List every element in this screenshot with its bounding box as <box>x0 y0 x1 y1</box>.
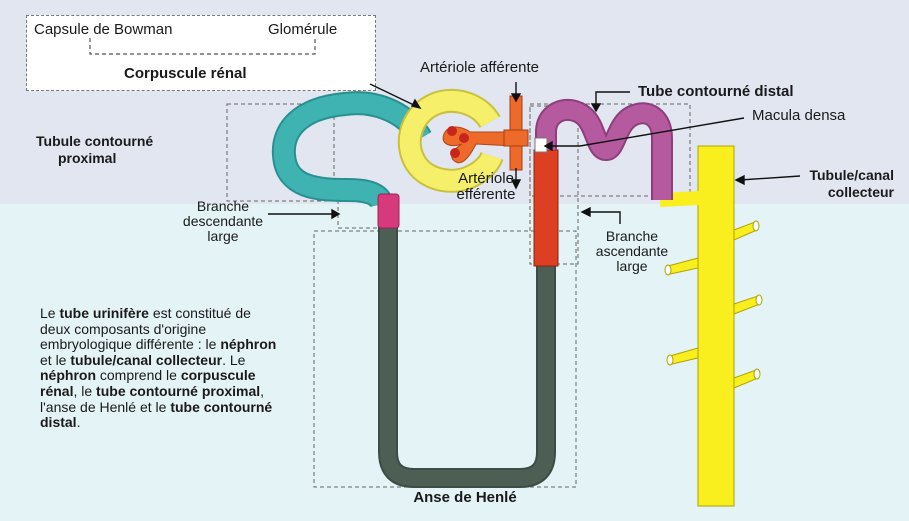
label-arteriole-afferente: Artériole afférente <box>420 60 539 76</box>
label-glomerule: Glomérule <box>268 22 337 38</box>
label-macula-densa: Macula densa <box>752 108 845 124</box>
label-arteriole-efferente-1: Artériole <box>436 171 536 187</box>
arteriole-efferent <box>510 146 522 170</box>
label-branche-asc-3: large <box>584 258 680 274</box>
label-arteriole-efferente-2: efférente <box>436 187 536 203</box>
label-anse-henle: Anse de Henlé <box>360 490 570 506</box>
legend-bracket <box>90 38 315 54</box>
label-tubule-collecteur-2: collecteur <box>760 184 894 200</box>
label-tubule-collecteur-1: Tubule/canal <box>760 167 894 183</box>
label-branche-asc-1: Branche <box>584 228 680 244</box>
label-tube-contourne-distal: Tube contourné distal <box>638 84 794 100</box>
descending-thick-limb <box>378 194 399 228</box>
label-branche-asc-2: ascendante <box>584 243 680 259</box>
label-branche-desc-2: descendante <box>168 213 278 229</box>
description-paragraph: Le tube urinifère est constitué de deux … <box>40 306 280 431</box>
label-corpuscule-renal: Corpuscule rénal <box>124 66 247 82</box>
label-tubule-proximal-2: proximal <box>58 150 116 166</box>
label-capsule-bowman: Capsule de Bowman <box>34 22 172 38</box>
label-branche-desc-1: Branche <box>168 198 278 214</box>
macula-densa <box>535 138 547 152</box>
ascending-thick-limb <box>534 150 558 266</box>
label-branche-desc-3: large <box>168 228 278 244</box>
henle-loop <box>388 226 546 478</box>
label-tubule-proximal-1: Tubule contourné <box>36 133 153 149</box>
